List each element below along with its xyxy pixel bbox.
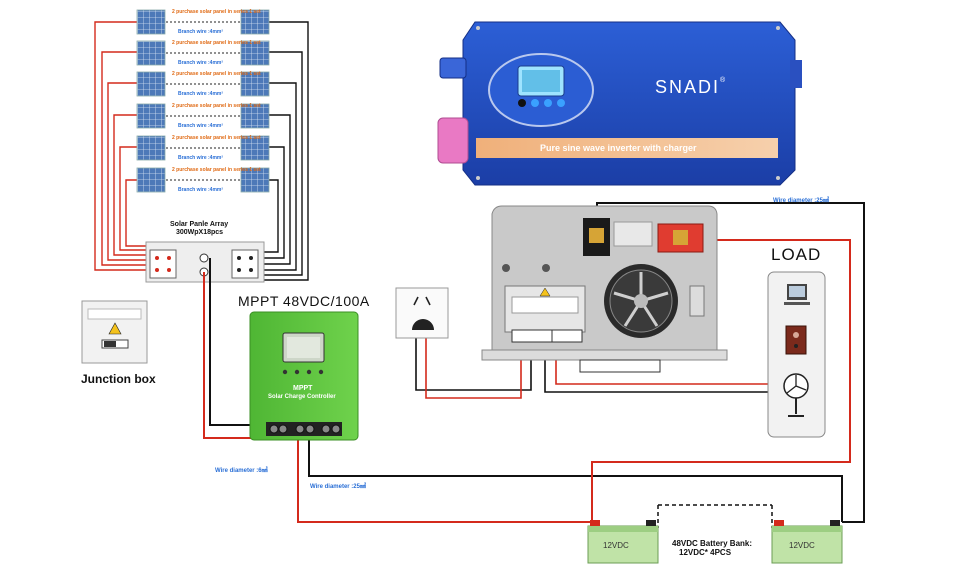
series-note: 2 purchase solar panel in series 1 set [172,135,261,141]
inverter-rear-panel [481,205,728,373]
series-note: 2 purchase solar panel in series 1 set [172,71,261,77]
branch-wire-label: Branch wire :4mm² [178,91,224,97]
battery-bank-subcaption: 12VDC* 4PCS [679,548,732,557]
branch-wire-label: Branch wire :4mm² [178,60,224,66]
controller-heading: MPPT 48VDC/100A [238,293,370,309]
load-label: LOAD [771,245,822,264]
inverter-band-text: Pure sine wave inverter with charger [540,143,697,153]
branch-wire-label: Branch wire :4mm² [178,155,224,161]
solar-panel [136,103,166,129]
charge-controller [249,311,359,441]
solar-panel [240,167,270,193]
solar-panel [136,71,166,97]
solar-panel [136,9,166,35]
inverter-front [437,21,802,186]
solar-panel [240,71,270,97]
array-title: Solar Panle Array [170,221,229,228]
battery-right [771,520,843,564]
junction-box-label: Junction box [81,372,156,386]
solar-panels-right [240,9,270,193]
array-wiring [94,21,309,281]
inverter-wire-label: Wire diameter :25㎟ [773,198,829,204]
series-note: 2 purchase solar panel in series 1 set [172,40,261,46]
series-note: 2 purchase solar panel in series 1 set [172,103,261,109]
trademark-symbol: ® [720,77,726,84]
solar-panels-left [136,9,166,193]
pv-wire-label: Wire diameter :6㎟ [215,468,268,474]
array-subtitle: 300WpX18pcs [176,229,224,236]
brand-name: SNADI [655,77,721,97]
battery-bank-caption: 48VDC Battery Bank: [672,539,753,548]
series-links [166,21,240,181]
controller-face-subtitle: Solar Charge Controller [268,394,336,400]
branch-wire-label: Branch wire :4mm² [178,29,224,35]
solar-panel [136,40,166,66]
solar-panel [136,135,166,161]
solar-panel [240,103,270,129]
branch-wire-label: Branch wire :4mm² [178,123,224,129]
controller-face-title: MPPT [293,385,313,392]
series-note: 2 purchase solar panel in series 1 set [172,167,261,173]
load-panel [767,271,826,438]
solar-panel [240,135,270,161]
battery-left [587,520,659,564]
branch-wire-label: Branch wire :4mm² [178,187,224,193]
solar-panel [240,40,270,66]
inverter-brand: SNADI® [655,77,725,98]
battery-wire-label: Wire diameter :25㎟ [310,484,366,490]
solar-panel [136,167,166,193]
junction-box-device [81,300,148,364]
battery-cell-label: 12VDC [603,541,629,550]
battery-cell-label: 12VDC [789,541,815,550]
system-wiring [203,202,865,523]
wall-socket [395,287,449,339]
solar-panel [240,9,270,35]
series-note: 2 purchase solar panel in series 1 set [172,9,261,15]
